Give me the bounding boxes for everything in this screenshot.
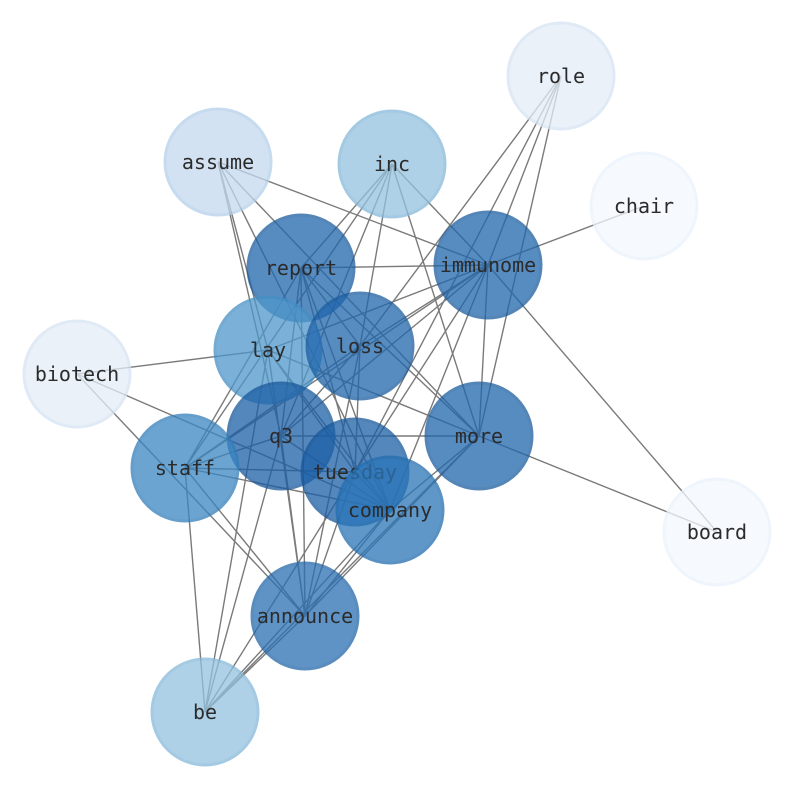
node-circle-chair	[589, 151, 699, 261]
node-circle-more	[424, 381, 534, 491]
edge-immunome-board	[487, 264, 718, 533]
node-label-inc: inc	[374, 152, 410, 176]
node-circle-assume	[163, 107, 273, 217]
node-chair: chair	[589, 151, 699, 261]
node-circle-inc	[337, 109, 447, 219]
node-circle-board	[662, 477, 772, 587]
node-company: company	[335, 455, 445, 565]
node-circle-staff	[130, 413, 240, 523]
node-announce: announce	[250, 561, 360, 671]
node-loss: loss	[305, 291, 415, 401]
node-be: be	[150, 657, 260, 767]
node-label-report: report	[265, 256, 337, 280]
node-circle-be	[150, 657, 260, 767]
node-label-be: be	[193, 700, 217, 724]
node-circle-biotech	[22, 319, 132, 429]
node-label-loss: loss	[336, 334, 384, 358]
node-circle-announce	[250, 561, 360, 671]
node-label-lay: lay	[250, 338, 286, 362]
node-label-more: more	[455, 424, 503, 448]
node-more: more	[424, 381, 534, 491]
node-biotech: biotech	[22, 319, 132, 429]
node-label-chair: chair	[614, 194, 674, 218]
node-circle-immunome	[433, 210, 543, 320]
node-label-assume: assume	[182, 150, 254, 174]
node-label-biotech: biotech	[35, 362, 119, 386]
node-label-q3: q3	[269, 424, 293, 448]
node-circle-loss	[305, 291, 415, 401]
node-label-staff: staff	[155, 456, 215, 480]
node-circle-role	[506, 21, 616, 131]
node-circle-company	[335, 455, 445, 565]
node-inc: inc	[337, 109, 447, 219]
node-label-board: board	[687, 520, 747, 544]
node-staff: staff	[130, 413, 240, 523]
node-lay: lay	[213, 295, 323, 405]
node-label-immunome: immunome	[440, 253, 536, 277]
node-board: board	[662, 477, 772, 587]
node-role: role	[506, 21, 616, 131]
node-label-company: company	[348, 498, 432, 522]
node-label-role: role	[537, 64, 585, 88]
node-assume: assume	[163, 107, 273, 217]
graph-nodes: role chair assume inc report immunome lay loss b…	[22, 21, 772, 767]
node-immunome: immunome	[433, 210, 543, 320]
node-label-announce: announce	[257, 604, 353, 628]
